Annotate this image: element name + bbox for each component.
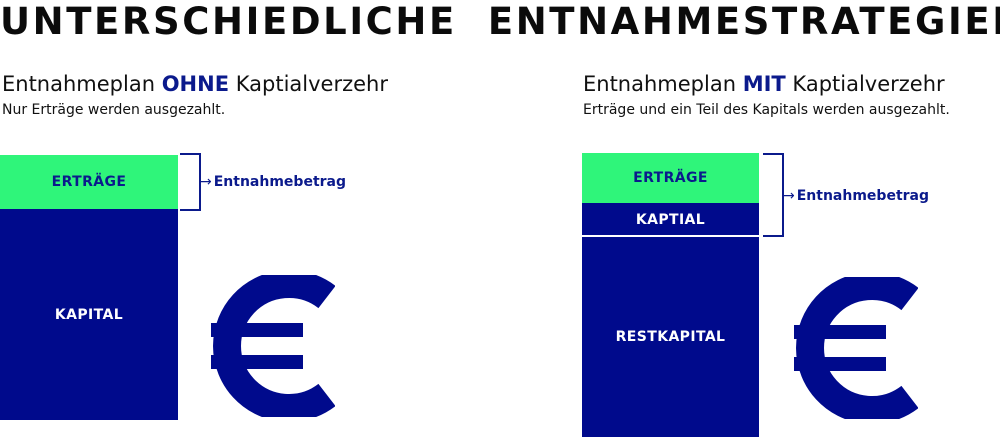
right-restkapital-label: RESTKAPITAL <box>615 329 726 345</box>
right-kaptial-block: KAPTIAL <box>582 203 759 236</box>
left-arrow-icon: → <box>200 174 212 190</box>
left-heading-keyword: OHNE <box>161 72 230 96</box>
left-ertraege-label: ERTRÄGE <box>51 174 127 190</box>
left-bracket-icon <box>180 153 201 211</box>
right-subtitle: Erträge und ein Teil des Kapitals werden… <box>583 102 950 118</box>
right-kaptial-label: KAPTIAL <box>635 211 706 228</box>
left-kapital-block: KAPITAL <box>0 209 178 420</box>
left-heading: Entnahmeplan OHNE Kaptialverzehr <box>2 71 388 97</box>
left-annotation-label: Entnahmebetrag <box>213 174 347 190</box>
left-kapital-label: KAPITAL <box>54 306 124 323</box>
right-annotation-label: Entnahmebetrag <box>796 188 930 204</box>
left-annotation: →Entnahmebetrag <box>200 173 346 191</box>
left-heading-post: Kaptialverzehr <box>229 72 388 96</box>
right-euro-icon <box>794 277 918 419</box>
right-ertraege-label: ERTRÄGE <box>633 170 708 186</box>
right-arrow-icon: → <box>783 188 795 204</box>
left-subtitle: Nur Erträge werden ausgezahlt. <box>2 102 226 118</box>
right-heading-pre: Entnahmeplan <box>583 72 743 96</box>
left-heading-pre: Entnahmeplan <box>2 72 162 96</box>
right-heading-post: Kaptialverzehr <box>785 72 945 96</box>
right-ertraege-block: ERTRÄGE <box>582 153 759 203</box>
right-heading-keyword: MIT <box>742 72 786 96</box>
left-euro-icon <box>211 275 335 417</box>
right-heading: Entnahmeplan MIT Kaptialverzehr <box>583 71 945 97</box>
right-bracket-icon <box>763 153 784 237</box>
page-title: UNTERSCHIEDLICHE ENTNAHMESTRATEGIEN <box>0 0 1000 43</box>
right-restkapital-block: RESTKAPITAL <box>582 237 759 437</box>
left-ertraege-block: ERTRÄGE <box>0 155 178 209</box>
right-annotation: →Entnahmebetrag <box>783 187 929 205</box>
right-block-divider <box>582 235 759 237</box>
